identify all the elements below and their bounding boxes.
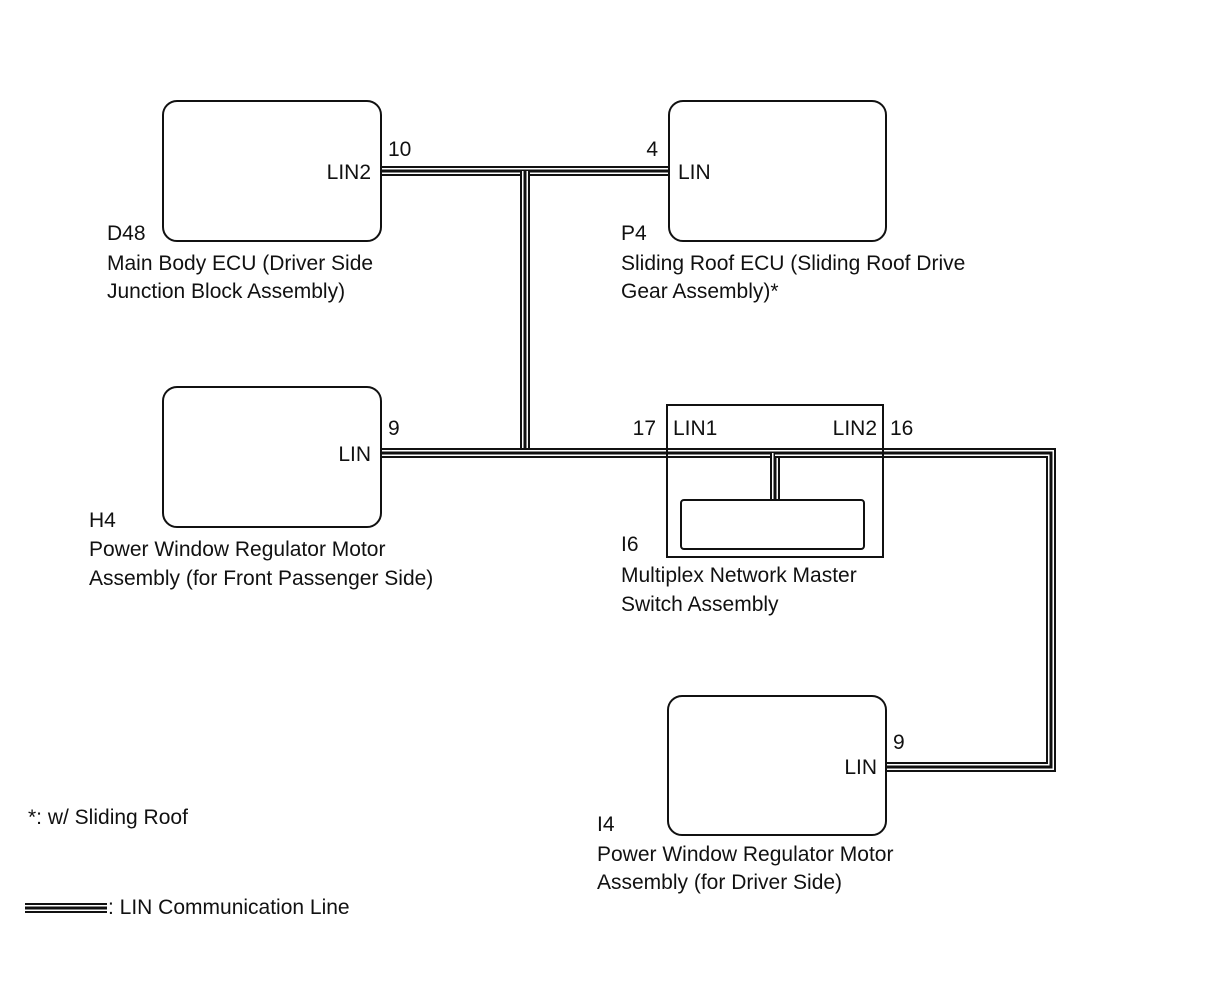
i6-inner-module bbox=[680, 499, 865, 550]
d48-terminal-label: LIN2 bbox=[327, 161, 371, 184]
legend: : LIN Communication Line bbox=[25, 896, 350, 919]
d48-code: D48 bbox=[107, 222, 146, 245]
i4-code: I4 bbox=[597, 813, 615, 836]
d48-name-line2: Junction Block Assembly) bbox=[107, 280, 345, 303]
i6-pin1-number: 17 bbox=[633, 417, 656, 440]
wire-i6-lin2-to-i4 bbox=[775, 448, 1056, 772]
h4-name-line1: Power Window Regulator Motor bbox=[89, 538, 385, 561]
d48-pin-number: 10 bbox=[388, 138, 411, 161]
component-i4: LIN 9 I4 Power Window Regulator Motor As… bbox=[597, 695, 905, 894]
i4-name-line2: Assembly (for Driver Side) bbox=[597, 871, 842, 894]
lin-wires bbox=[381, 166, 1056, 772]
p4-code: P4 bbox=[621, 222, 647, 245]
component-h4: LIN 9 H4 Power Window Regulator Motor As… bbox=[89, 386, 433, 590]
h4-box bbox=[162, 386, 382, 528]
h4-pin-number: 9 bbox=[388, 417, 400, 440]
i6-name-line1: Multiplex Network Master bbox=[621, 564, 857, 587]
p4-box bbox=[668, 100, 887, 242]
i6-name-line2: Switch Assembly bbox=[621, 593, 779, 616]
i4-box bbox=[667, 695, 887, 836]
component-p4: LIN 4 P4 Sliding Roof ECU (Sliding Roof … bbox=[621, 100, 965, 303]
component-d48: LIN2 10 D48 Main Body ECU (Driver Side J… bbox=[107, 100, 411, 303]
i6-terminal2-label: LIN2 bbox=[833, 417, 877, 440]
p4-name-line1: Sliding Roof ECU (Sliding Roof Drive bbox=[621, 252, 965, 275]
d48-name-line1: Main Body ECU (Driver Side bbox=[107, 252, 373, 275]
p4-name-line2: Gear Assembly)* bbox=[621, 280, 779, 303]
d48-box bbox=[162, 100, 382, 242]
p4-pin-number: 4 bbox=[646, 138, 658, 161]
i6-code: I6 bbox=[621, 533, 639, 556]
footnote-sliding-roof: *: w/ Sliding Roof bbox=[28, 806, 188, 829]
component-i6: LIN1 17 LIN2 16 I6 Multiplex Network Mas… bbox=[621, 404, 913, 616]
i4-pin-number: 9 bbox=[893, 731, 905, 754]
i4-name-line1: Power Window Regulator Motor bbox=[597, 843, 893, 866]
legend-text: : LIN Communication Line bbox=[108, 896, 350, 919]
i6-outer-box bbox=[666, 404, 884, 558]
h4-name-line2: Assembly (for Front Passenger Side) bbox=[89, 567, 433, 590]
i6-pin2-number: 16 bbox=[890, 417, 913, 440]
i4-terminal-label: LIN bbox=[844, 756, 877, 779]
i6-terminal1-label: LIN1 bbox=[673, 417, 717, 440]
h4-code: H4 bbox=[89, 509, 116, 532]
h4-terminal-label: LIN bbox=[338, 443, 371, 466]
p4-terminal-label: LIN bbox=[678, 161, 711, 184]
